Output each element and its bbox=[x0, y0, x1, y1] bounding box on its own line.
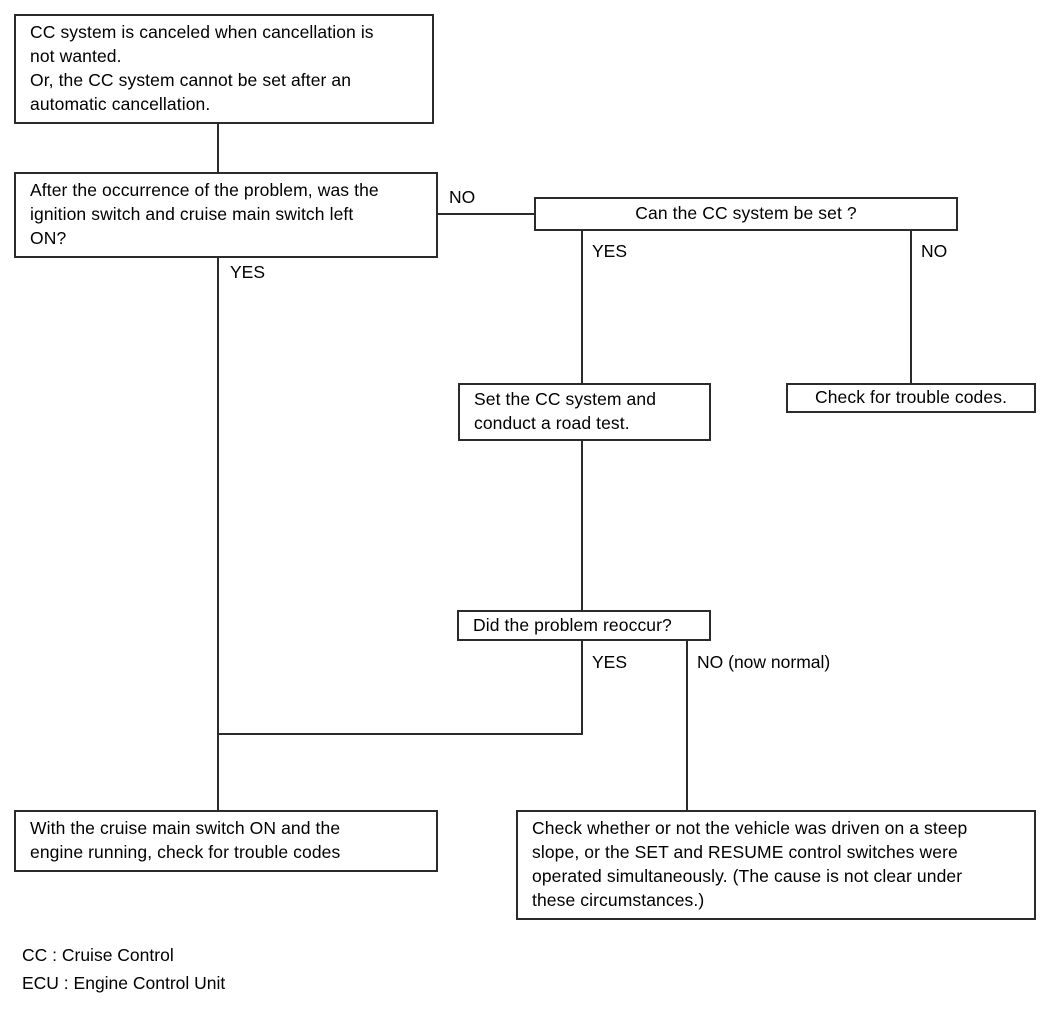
node-action-check-codes-label: Check for trouble codes. bbox=[814, 387, 1008, 408]
node-question-ignition: After the occurrence of the problem, was… bbox=[14, 172, 438, 258]
edge-can-set-yes-to-road-test bbox=[581, 231, 583, 385]
node-action-road-test: Set the CC system and conduct a road tes… bbox=[458, 383, 711, 441]
edge-reoccur-no-to-steep-slope bbox=[686, 641, 688, 812]
node-symptom: CC system is canceled when cancellation … bbox=[14, 14, 434, 124]
node-action-steep-slope: Check whether or not the vehicle was dri… bbox=[516, 810, 1036, 920]
edge-ignition-yes-trunk bbox=[217, 258, 219, 812]
node-action-road-test-label: Set the CC system and conduct a road tes… bbox=[474, 389, 657, 433]
edge-label-reoccur-yes: YES bbox=[592, 652, 628, 672]
node-action-steep-slope-label: Check whether or not the vehicle was dri… bbox=[532, 818, 968, 910]
node-question-reoccur-label: Did the problem reoccur? bbox=[473, 614, 672, 635]
node-action-check-codes: Check for trouble codes. bbox=[786, 383, 1036, 413]
edge-label-ignition-yes: YES bbox=[230, 262, 266, 282]
edge-label-can-set-yes: YES bbox=[592, 241, 628, 261]
edge-reoccur-yes-to-trunk bbox=[217, 733, 583, 735]
node-question-reoccur: Did the problem reoccur? bbox=[457, 610, 711, 641]
edge-can-set-no-to-check-codes bbox=[910, 231, 912, 385]
edge-label-ignition-no: NO bbox=[449, 187, 476, 207]
node-action-main-switch-codes-label: With the cruise main switch ON and the e… bbox=[30, 818, 341, 862]
node-question-can-set: Can the CC system be set ? bbox=[534, 197, 958, 231]
node-action-main-switch-codes: With the cruise main switch ON and the e… bbox=[14, 810, 438, 872]
edge-label-can-set-no: NO bbox=[921, 241, 948, 261]
edge-road-test-to-reoccur bbox=[581, 441, 583, 612]
node-question-can-set-label: Can the CC system be set ? bbox=[635, 203, 857, 224]
node-question-ignition-label: After the occurrence of the problem, was… bbox=[30, 180, 379, 248]
edge-reoccur-yes-down bbox=[581, 641, 583, 735]
edge-ignition-no-to-can-set bbox=[438, 213, 536, 215]
edge-symptom-to-ignition bbox=[217, 124, 219, 174]
node-symptom-label: CC system is canceled when cancellation … bbox=[30, 22, 374, 114]
legend-ecu: ECU : Engine Control Unit bbox=[22, 973, 226, 993]
edge-label-reoccur-no: NO (now normal) bbox=[697, 652, 831, 672]
legend-cc: CC : Cruise Control bbox=[22, 945, 174, 965]
